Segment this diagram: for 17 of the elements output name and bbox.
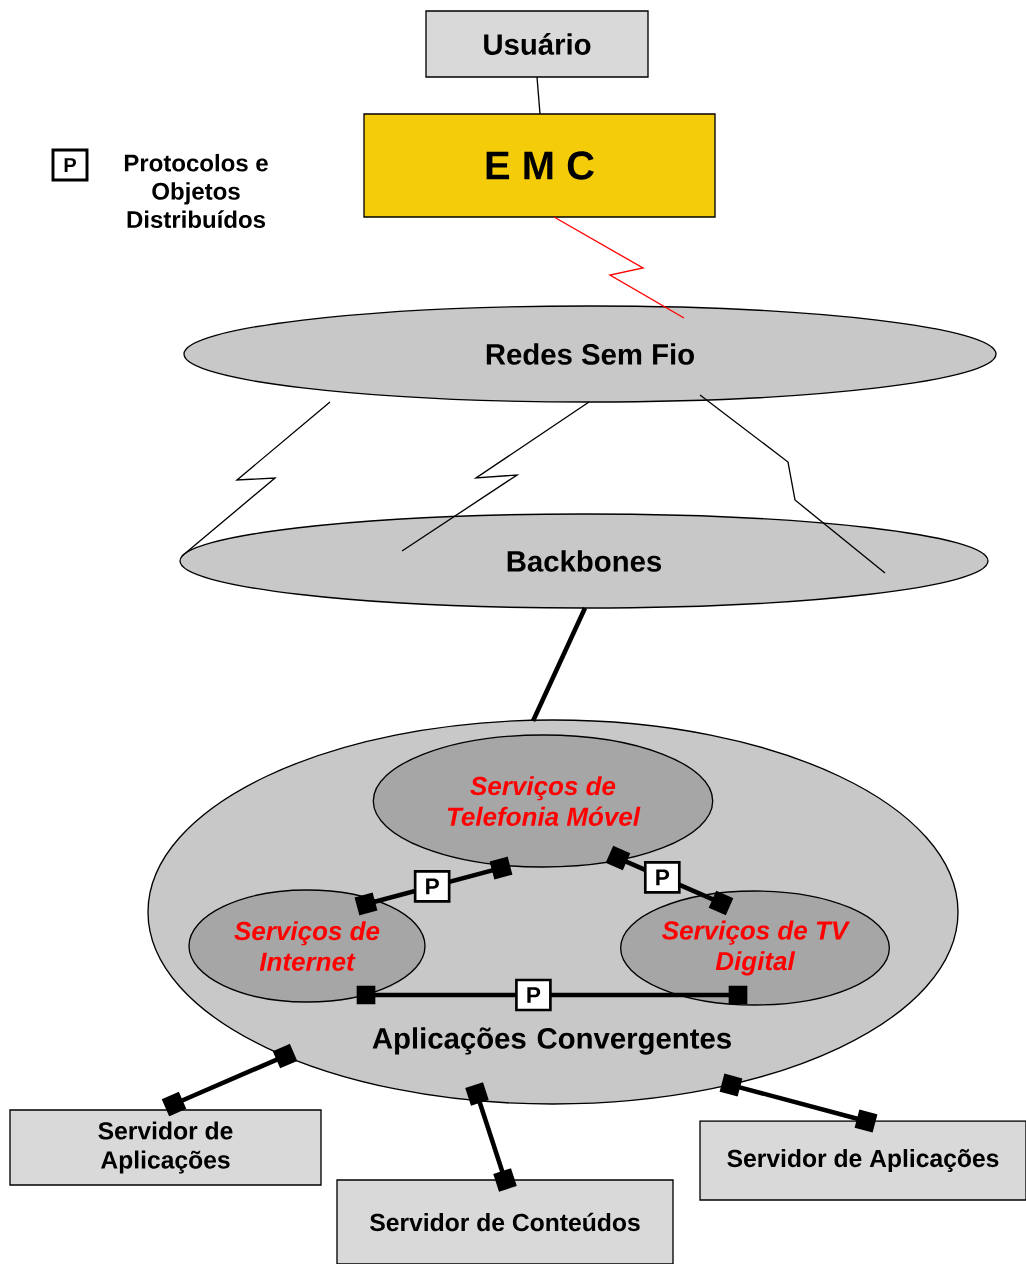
edge-label: P: [413, 870, 451, 903]
protocol-link: [356, 985, 748, 1005]
server-box: Servidor de Aplicações: [9, 1109, 322, 1186]
edge-label: P: [643, 861, 681, 894]
legend-label: Protocolos e Objetos Distribuídos: [124, 153, 268, 229]
lightning-link: [181, 401, 331, 557]
connector-line: [465, 1082, 517, 1192]
lightning-link: [553, 216, 685, 319]
connector-line: [530, 607, 588, 722]
label-box: Usuário: [425, 10, 649, 78]
connector-line: [536, 76, 541, 115]
lightning-link: [699, 394, 886, 574]
lightning-link: [401, 401, 590, 552]
edge-label: P: [515, 978, 552, 1012]
server-box: Servidor de Conteúdos: [336, 1179, 674, 1264]
highlight-box: E M C: [363, 113, 716, 218]
server-box: Servidor de Aplicações: [699, 1120, 1026, 1201]
